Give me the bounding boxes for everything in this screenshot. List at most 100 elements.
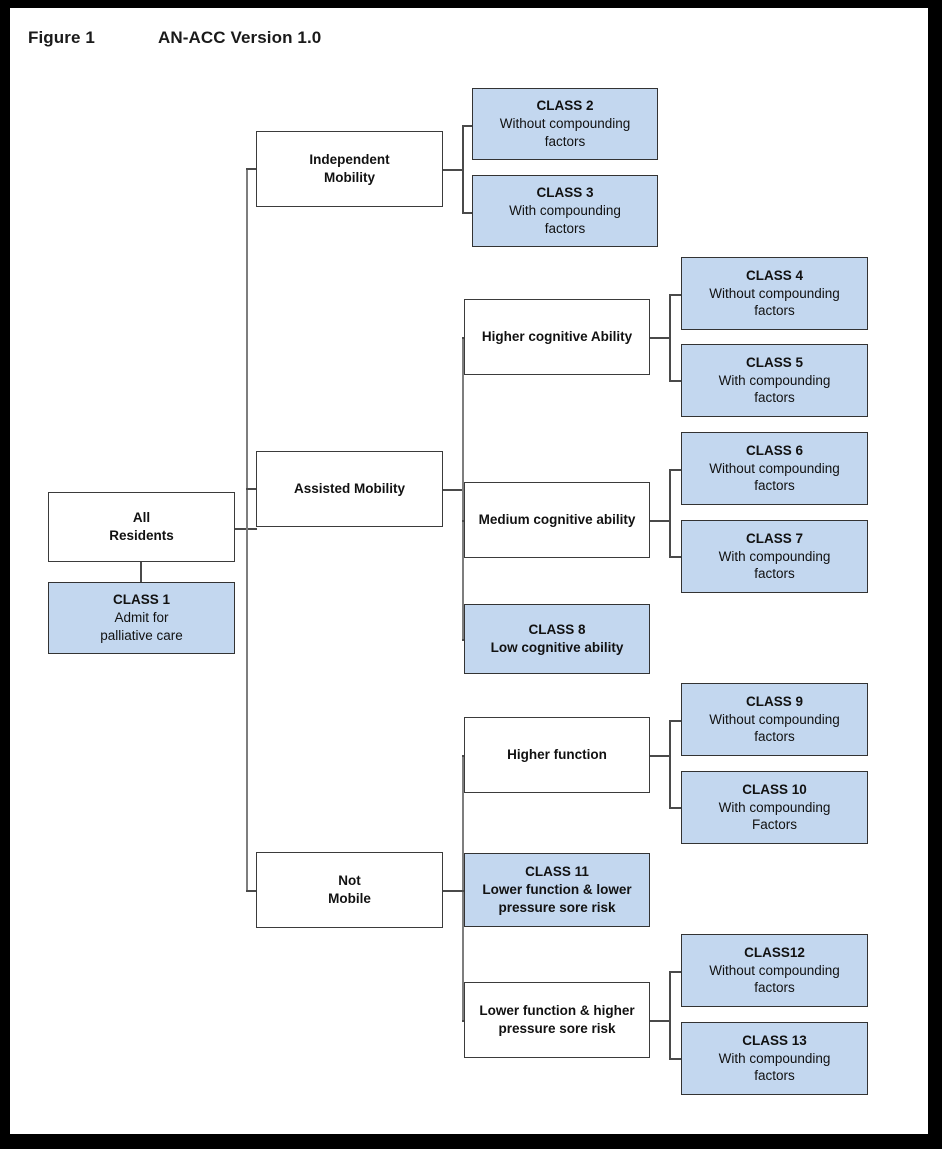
- class-2-title: CLASS 2: [536, 98, 594, 114]
- connector-mediumcog-to-class6: [669, 469, 683, 471]
- connector-mediumcog-to-class7: [669, 556, 683, 558]
- higher-function-line1: Higher function: [507, 747, 607, 763]
- class-4-line1: Without compounding: [709, 285, 840, 301]
- class-9-line2: factors: [754, 729, 795, 745]
- class-11-line1: Lower function & lower: [482, 882, 632, 898]
- node-class-8[interactable]: CLASS 8 Low cognitive ability: [464, 604, 650, 674]
- figure-title-text: AN-ACC Version 1.0: [158, 28, 322, 47]
- connector-highercog-to-class5: [669, 380, 683, 382]
- connector-highercog-stem: [650, 337, 670, 339]
- node-class-9[interactable]: CLASS 9 Without compounding factors: [681, 683, 868, 756]
- class-2-line1: Without compounding: [499, 116, 631, 132]
- node-class-13[interactable]: CLASS 13 With compounding factors: [681, 1022, 868, 1095]
- node-class-1[interactable]: CLASS 1 Admit for palliative care: [48, 582, 235, 654]
- node-class-11[interactable]: CLASS 11 Lower function & lower pressure…: [464, 853, 650, 927]
- node-class-7[interactable]: CLASS 7 With compounding factors: [681, 520, 868, 593]
- class-12-title: CLASS12: [744, 944, 805, 960]
- not-mobile-line2: Mobile: [328, 891, 371, 906]
- class-5-title: CLASS 5: [745, 354, 803, 370]
- node-all-residents[interactable]: All Residents: [48, 492, 235, 562]
- node-class-10[interactable]: CLASS 10 With compounding Factors: [681, 771, 868, 844]
- connector-trunk-to-independent: [246, 168, 256, 170]
- assisted-mobility-line1: Assisted Mobility: [293, 481, 406, 497]
- node-independent-mobility[interactable]: Independent Mobility: [256, 131, 443, 207]
- class-7-title: CLASS 7: [745, 530, 803, 546]
- all-residents-line1: All: [132, 510, 151, 526]
- diagram-canvas: Figure 1 AN-ACC Version 1.0: [10, 8, 928, 1134]
- node-higher-function[interactable]: Higher function: [464, 717, 650, 793]
- connector-trunk-to-assisted: [246, 488, 256, 490]
- figure-frame: Figure 1 AN-ACC Version 1.0: [10, 8, 928, 1134]
- medium-cognitive-line1: Medium cognitive ability: [478, 512, 636, 528]
- connector-higherfunction-to-class9: [669, 720, 683, 722]
- connector-assisted-stem: [443, 489, 463, 491]
- connector-main-trunk: [246, 168, 248, 892]
- connector-mediumcog-stem: [650, 520, 670, 522]
- class-1-line2: palliative care: [100, 627, 183, 643]
- connector-higherfunction-to-class10: [669, 807, 683, 809]
- figure-title: Figure 1 AN-ACC Version 1.0: [28, 28, 321, 48]
- class-4-line2: factors: [754, 303, 795, 319]
- not-mobile-line1: Not: [338, 873, 361, 889]
- class-13-line2: factors: [754, 1068, 795, 1084]
- connector-mediumcog-bracket: [669, 469, 671, 556]
- node-class-2[interactable]: CLASS 2 Without compounding factors: [472, 88, 658, 160]
- class-3-line2: factors: [544, 220, 586, 236]
- class-11-title: CLASS 11: [525, 864, 589, 880]
- class-13-line1: With compounding: [718, 1050, 831, 1066]
- connector-independent-stem: [443, 169, 463, 171]
- class-1-title: CLASS 1: [112, 592, 170, 608]
- class-12-line1: Without compounding: [709, 962, 840, 978]
- node-class-4[interactable]: CLASS 4 Without compounding factors: [681, 257, 868, 330]
- lower-function-line1: Lower function & higher: [479, 1003, 635, 1019]
- class-6-line2: factors: [754, 478, 795, 494]
- node-lower-function-higher-risk[interactable]: Lower function & higher pressure sore ri…: [464, 982, 650, 1058]
- connector-independent-bracket: [462, 125, 464, 213]
- node-class-5[interactable]: CLASS 5 With compounding factors: [681, 344, 868, 417]
- connector-notmobile-bracket: [462, 755, 464, 1021]
- node-class-3[interactable]: CLASS 3 With compounding factors: [472, 175, 658, 247]
- class-6-title: CLASS 6: [745, 442, 803, 458]
- connector-independent-to-class2: [462, 125, 474, 127]
- class-6-line1: Without compounding: [709, 460, 840, 476]
- node-class-6[interactable]: CLASS 6 Without compounding factors: [681, 432, 868, 505]
- class-11-line2: pressure sore risk: [498, 899, 616, 915]
- node-assisted-mobility[interactable]: Assisted Mobility: [256, 451, 443, 527]
- class-5-line2: factors: [754, 390, 795, 406]
- lower-function-line2: pressure sore risk: [498, 1021, 616, 1036]
- class-12-line2: factors: [754, 980, 795, 996]
- connector-highercog-to-class4: [669, 294, 683, 296]
- node-not-mobile[interactable]: Not Mobile: [256, 852, 443, 928]
- class-9-title: CLASS 9: [745, 693, 803, 709]
- all-residents-line2: Residents: [109, 528, 174, 543]
- connector-notmobile-stem: [443, 890, 463, 892]
- connector-lowerfunction-to-class12: [669, 971, 683, 973]
- class-13-title: CLASS 13: [742, 1032, 807, 1048]
- node-class-12[interactable]: CLASS12 Without compounding factors: [681, 934, 868, 1007]
- class-8-line1: Low cognitive ability: [490, 640, 624, 655]
- connector-trunk-to-notmobile: [246, 890, 256, 892]
- node-medium-cognitive-ability[interactable]: Medium cognitive ability: [464, 482, 650, 558]
- independent-mobility-line1: Independent: [309, 152, 390, 168]
- class-8-title: CLASS 8: [528, 622, 586, 638]
- connector-highercog-bracket: [669, 294, 671, 381]
- node-higher-cognitive-ability[interactable]: Higher cognitive Ability: [464, 299, 650, 375]
- class-9-line1: Without compounding: [709, 711, 840, 727]
- class-7-line2: factors: [754, 566, 795, 582]
- class-3-line1: With compounding: [509, 203, 621, 219]
- connector-higherfunction-bracket: [669, 720, 671, 808]
- figure-label: Figure 1: [28, 28, 95, 47]
- class-2-line2: factors: [544, 133, 586, 149]
- class-5-line1: With compounding: [718, 372, 831, 388]
- independent-mobility-line2: Mobility: [324, 170, 375, 185]
- class-10-title: CLASS 10: [742, 781, 807, 797]
- connector-assisted-bracket: [462, 337, 464, 640]
- connector-independent-to-class3: [462, 212, 474, 214]
- connector-lowerfunction-bracket: [669, 971, 671, 1059]
- class-10-line1: With compounding: [718, 799, 831, 815]
- class-3-title: CLASS 3: [536, 185, 594, 201]
- connector-lowerfunction-stem: [650, 1020, 670, 1022]
- higher-cognitive-line1: Higher cognitive Ability: [481, 329, 633, 345]
- class-7-line1: With compounding: [718, 548, 831, 564]
- class-10-line2: Factors: [751, 817, 797, 833]
